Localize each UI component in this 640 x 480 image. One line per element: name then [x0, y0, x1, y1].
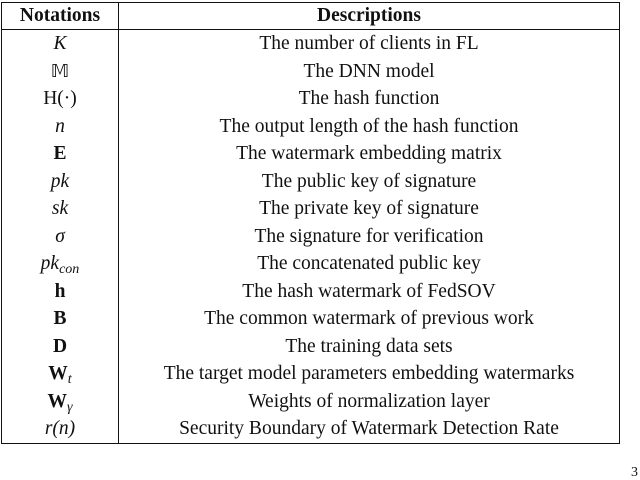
description-cell: The output length of the hash function — [118, 112, 620, 140]
description-cell: The private key of signature — [118, 195, 620, 223]
table-row: σ The signature for verification — [1, 222, 620, 250]
description-cell: The public key of signature — [118, 167, 620, 195]
notation-symbol: n — [55, 115, 65, 137]
description-cell: The target model parameters embedding wa… — [118, 360, 620, 388]
notation-symbol: pk — [40, 253, 60, 274]
notation-cell: Wt — [1, 360, 119, 388]
description-cell: The common watermark of previous work — [118, 305, 620, 333]
description-cell: Weights of normalization layer — [118, 387, 620, 415]
notation-cell: E — [1, 140, 119, 168]
notation-symbol: r(n) — [44, 418, 76, 439]
notation-symbol: D — [52, 335, 68, 357]
description-cell: The concatenated public key — [118, 250, 620, 278]
notation-subscript: con — [59, 260, 80, 277]
description-cell: The number of clients in FL — [118, 29, 620, 58]
notation-symbol: h — [54, 280, 66, 302]
notation-cell: Wγ — [1, 387, 119, 415]
table-row: Wt The target model parameters embedding… — [1, 360, 620, 388]
notation-cell: D — [1, 332, 119, 360]
description-cell: The training data sets — [118, 332, 620, 360]
table-row: 𝕄 The DNN model — [1, 57, 620, 85]
table-header-row: Notations Descriptions — [1, 2, 620, 30]
description-cell: The DNN model — [118, 57, 620, 85]
notation-symbol: sk — [51, 198, 69, 219]
notation-symbol: E — [53, 143, 67, 164]
description-cell: The signature for verification — [118, 222, 620, 250]
notation-symbol: 𝕄 — [50, 60, 70, 82]
notations-table: Notations Descriptions K The number of c… — [1, 2, 620, 444]
notation-cell: pkcon — [1, 250, 119, 278]
table-row: r(n) Security Boundary of Watermark Dete… — [1, 415, 620, 444]
table-row: E The watermark embedding matrix — [1, 140, 620, 168]
notation-cell: 𝕄 — [1, 57, 119, 85]
notation-cell: σ — [1, 222, 119, 250]
description-cell: The hash function — [118, 85, 620, 113]
table-row: pk The public key of signature — [1, 167, 620, 195]
table-row: K The number of clients in FL — [1, 29, 620, 58]
notation-cell: r(n) — [1, 415, 119, 444]
notation-symbol: σ — [55, 225, 65, 247]
table-row: B The common watermark of previous work — [1, 305, 620, 333]
notation-cell: B — [1, 305, 119, 333]
description-cell: The hash watermark of FedSOV — [118, 277, 620, 305]
notation-cell: n — [1, 112, 119, 140]
notation-symbol: K — [53, 33, 67, 54]
notation-cell: K — [1, 29, 119, 58]
notation-cell: pk — [1, 167, 119, 195]
table-row: D The training data sets — [1, 332, 620, 360]
notation-symbol: W — [48, 363, 68, 384]
table-row: H(·) The hash function — [1, 85, 620, 113]
table-row: h The hash watermark of FedSOV — [1, 277, 620, 305]
notation-symbol: W — [47, 390, 67, 412]
table-row: n The output length of the hash function — [1, 112, 620, 140]
descriptions-header: Descriptions — [118, 2, 620, 30]
notation-symbol: H(·) — [43, 88, 77, 109]
table-row: pkcon The concatenated public key — [1, 250, 620, 278]
notation-cell: H(·) — [1, 85, 119, 113]
description-cell: The watermark embedding matrix — [118, 140, 620, 168]
notations-header: Notations — [1, 2, 119, 30]
description-cell: Security Boundary of Watermark Detection… — [118, 415, 620, 444]
notation-symbol: pk — [50, 170, 70, 192]
notation-subscript: γ — [66, 398, 73, 415]
table-row: sk The private key of signature — [1, 195, 620, 223]
notation-cell: h — [1, 277, 119, 305]
notation-symbol: B — [53, 308, 67, 329]
notation-subscript: t — [67, 370, 72, 387]
table-row: Wγ Weights of normalization layer — [1, 387, 620, 415]
page-number: 3 — [631, 465, 638, 480]
notation-cell: sk — [1, 195, 119, 223]
